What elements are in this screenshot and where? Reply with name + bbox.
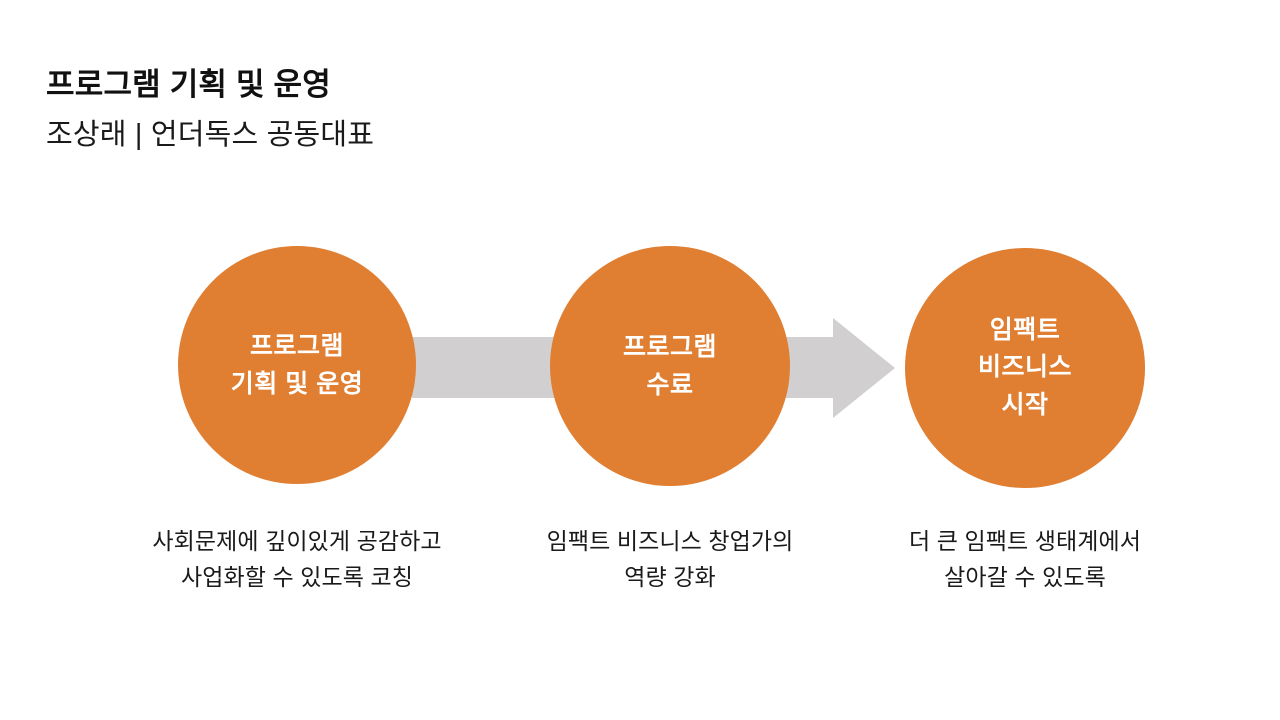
process-node-3-label: 임팩트 비즈니스 시작	[977, 315, 1072, 419]
process-node-1[interactable]: 프로그램 기획 및 운영	[178, 246, 416, 484]
presenter-subtitle: 조상래 | 언더독스 공동대표	[46, 118, 375, 151]
process-node-1-caption: 사회문제에 깊이있게 공감하고 사업화할 수 있도록 코칭	[152, 528, 442, 590]
page-title: 프로그램 기획 및 운영	[46, 67, 331, 102]
slide-header: 프로그램 기획 및 운영 조상래 | 언더독스 공동대표	[46, 66, 946, 154]
process-node-3[interactable]: 임팩트 비즈니스 시작	[905, 248, 1145, 488]
process-node-2[interactable]: 프로그램 수료	[550, 246, 790, 486]
process-node-2-label: 프로그램 수료	[622, 333, 717, 399]
process-node-3-caption: 더 큰 임팩트 생태계에서 살아갈 수 있도록	[908, 528, 1142, 590]
process-node-2-caption: 임팩트 비즈니스 창업가의 역량 강화	[546, 528, 794, 590]
process-node-1-label: 프로그램 기획 및 운영	[230, 332, 364, 398]
